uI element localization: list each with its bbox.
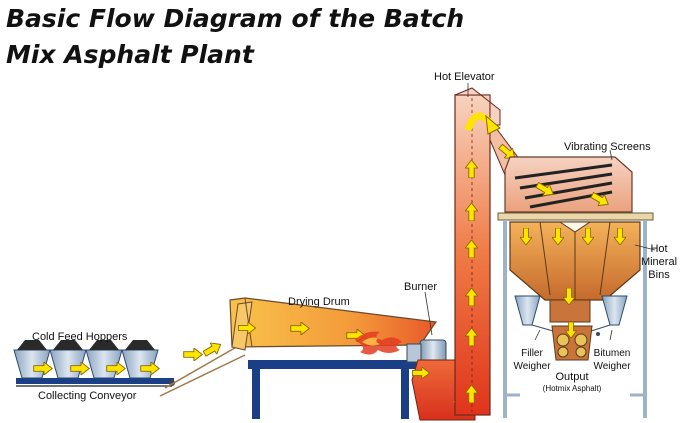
label-filler-weigher-2: Weigher bbox=[513, 361, 551, 372]
label-hot-mineral-bins-1: Hot bbox=[650, 243, 667, 255]
label-drying-drum: Drying Drum bbox=[288, 296, 350, 308]
label-cold-feed-hoppers: Cold Feed Hoppers bbox=[32, 331, 128, 343]
page-title-line-1: Basic Flow Diagram of the Batch bbox=[6, 4, 465, 33]
label-output-sub: (Hotmix Asphalt) bbox=[543, 384, 602, 393]
diagram-labels: Hot Elevator Vibrating Screens Hot Miner… bbox=[32, 71, 677, 402]
label-bitumen-weigher-2: Weigher bbox=[593, 361, 631, 372]
weighers bbox=[514, 288, 628, 361]
cold-feed-hoppers bbox=[13, 340, 174, 384]
label-bitumen-weigher-1: Bitumen bbox=[594, 348, 631, 359]
page-title-line-2: Mix Asphalt Plant bbox=[6, 40, 254, 69]
pugmill bbox=[551, 322, 593, 361]
label-burner: Burner bbox=[404, 281, 437, 293]
hot-mineral-bins bbox=[497, 212, 654, 418]
collecting-conveyor bbox=[16, 338, 246, 397]
vibrating-screens bbox=[504, 156, 633, 213]
label-collecting-conveyor: Collecting Conveyor bbox=[38, 390, 137, 402]
label-output: Output bbox=[555, 371, 588, 383]
drying-drum bbox=[229, 297, 447, 419]
label-hot-mineral-bins-2: Mineral bbox=[641, 256, 677, 268]
label-hot-mineral-bins-3: Bins bbox=[648, 269, 670, 281]
drum-flame bbox=[355, 331, 402, 355]
label-hot-elevator: Hot Elevator bbox=[434, 71, 495, 83]
label-vibrating-screens: Vibrating Screens bbox=[564, 141, 651, 153]
leader-lines bbox=[424, 83, 656, 341]
label-filler-weigher-1: Filler bbox=[521, 348, 543, 359]
